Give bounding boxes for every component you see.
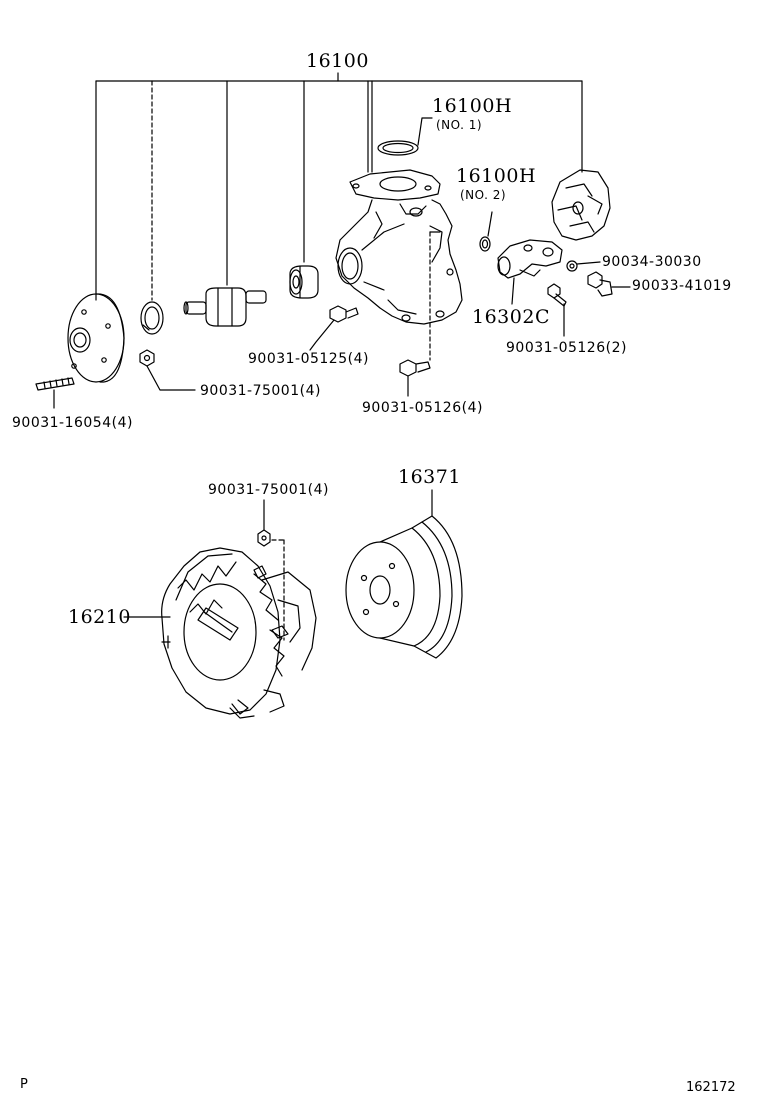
hex-nut — [140, 350, 195, 390]
label-90031-05126-4: 90031-05126(4) — [362, 400, 483, 416]
label-16100h-no2: 16100H — [456, 165, 537, 187]
plug-washer — [567, 261, 600, 271]
label-16100h-no1: 16100H — [432, 95, 513, 117]
water-inlet — [498, 240, 562, 304]
coupling-nut — [258, 500, 270, 546]
figure-number: 162172 — [686, 1080, 736, 1095]
leader-16100 — [96, 73, 582, 300]
drain-plug — [588, 272, 630, 296]
label-90031-05126-2: 90031-05126(2) — [506, 340, 627, 356]
snap-ring — [141, 302, 163, 334]
pump-seal — [290, 266, 318, 298]
corner-letter: P — [20, 1077, 28, 1092]
label-90033-41019: 90033-41019 — [632, 278, 732, 294]
pump-flange — [68, 294, 124, 382]
impeller — [552, 168, 610, 240]
stud-bolt — [36, 378, 74, 408]
label-16210: 16210 — [68, 606, 131, 628]
label-16302c: 16302C — [472, 306, 550, 328]
label-16100: 16100 — [306, 50, 369, 72]
fluid-coupling — [124, 540, 316, 718]
bolt-05126-upper — [548, 284, 566, 336]
label-90031-75001-upper: 90031-75001(4) — [200, 383, 321, 399]
water-pump-body — [336, 170, 462, 360]
label-90031-75001-lower: 90031-75001(4) — [208, 482, 329, 498]
label-16371: 16371 — [398, 466, 461, 488]
gasket-no1 — [378, 118, 432, 155]
gasket-no2 — [480, 212, 492, 251]
bearing-shaft — [184, 288, 266, 326]
label-no2: (NO. 2) — [460, 188, 507, 202]
bolt-05125 — [310, 306, 358, 350]
label-90031-16054: 90031-16054(4) — [12, 415, 133, 431]
label-90031-05125: 90031-05125(4) — [248, 351, 369, 367]
label-90034-30030: 90034-30030 — [602, 254, 702, 270]
label-no1: (NO. 1) — [436, 118, 483, 132]
bolt-05126-lower — [400, 360, 430, 396]
fan-pulley — [346, 490, 462, 658]
